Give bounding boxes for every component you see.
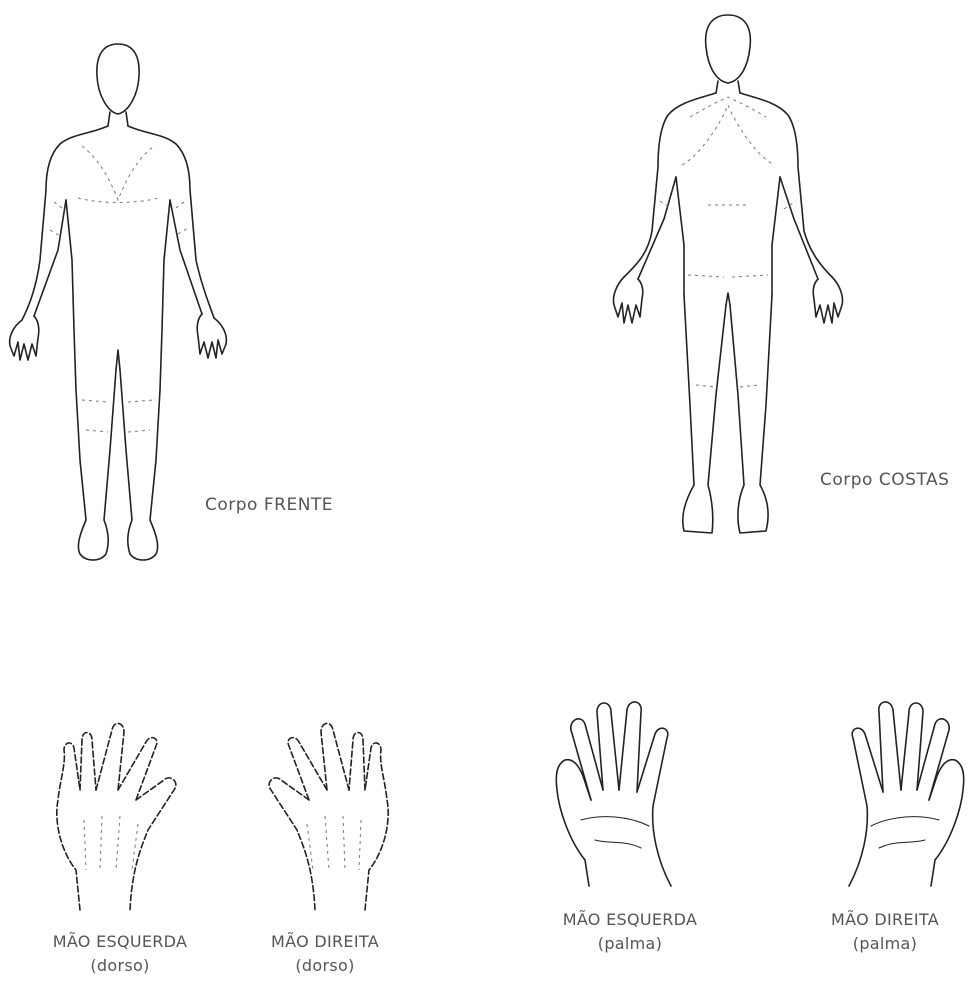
hand-right-dorsum-caption: MÃO DIREITA (dorso) bbox=[225, 930, 425, 978]
hand-left-dorsum-subtitle: (dorso) bbox=[15, 954, 225, 978]
hand-right-dorsum-title: MÃO DIREITA bbox=[225, 930, 425, 954]
hand-left-dorsum-caption: MÃO ESQUERDA (dorso) bbox=[15, 930, 225, 978]
hand-left-palm-subtitle: (palma) bbox=[530, 932, 730, 956]
body-back-figure bbox=[600, 5, 850, 545]
body-front-figure bbox=[0, 30, 240, 570]
hand-right-dorsum-figure bbox=[255, 720, 405, 920]
hand-right-dorsum-subtitle: (dorso) bbox=[225, 954, 425, 978]
body-front-label: Corpo FRENTE bbox=[205, 495, 333, 515]
hand-right-palm-figure bbox=[825, 690, 975, 890]
body-back-label: Corpo COSTAS bbox=[820, 470, 949, 490]
hand-right-palm-subtitle: (palma) bbox=[790, 932, 980, 956]
hand-left-dorsum-figure bbox=[40, 720, 190, 920]
hand-left-palm-caption: MÃO ESQUERDA (palma) bbox=[530, 908, 730, 956]
hand-left-dorsum-title: MÃO ESQUERDA bbox=[15, 930, 225, 954]
hand-right-palm-caption: MÃO DIREITA (palma) bbox=[790, 908, 980, 956]
hand-right-palm-title: MÃO DIREITA bbox=[790, 908, 980, 932]
hand-left-palm-figure bbox=[545, 690, 695, 890]
hand-left-palm-title: MÃO ESQUERDA bbox=[530, 908, 730, 932]
